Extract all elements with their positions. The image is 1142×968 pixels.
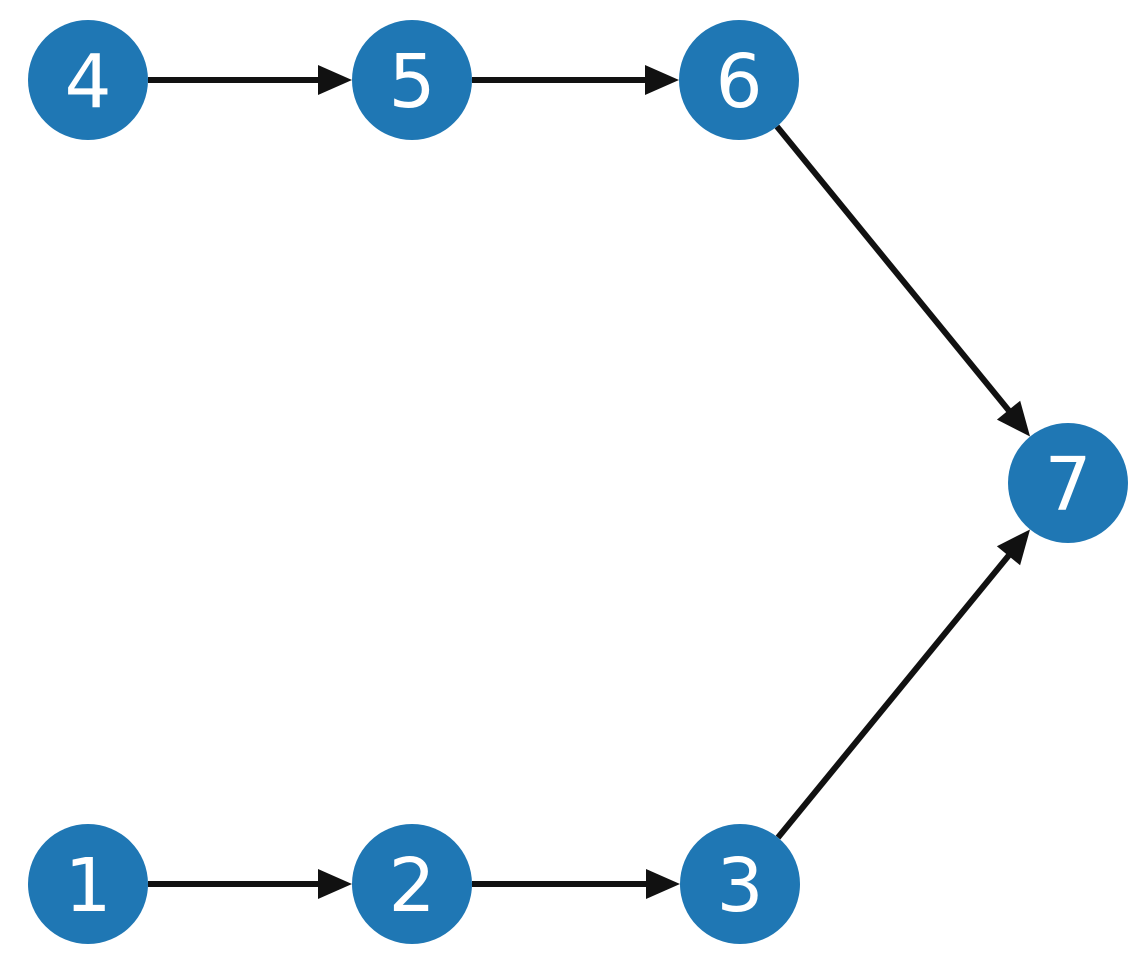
graph-node-5[interactable]: 5 [352,20,472,140]
graph-node-4[interactable]: 4 [28,20,148,140]
graph-node-7[interactable]: 7 [1008,423,1128,543]
arrowhead-icon [646,869,680,899]
node-circle [352,20,472,140]
edge-line [775,552,1013,840]
graph-node-3[interactable]: 3 [680,824,800,944]
arrowhead-icon [318,65,352,95]
graph-node-1[interactable]: 1 [28,824,148,944]
node-label: 3 [716,843,763,929]
graph-node-6[interactable]: 6 [679,20,799,140]
node-label: 6 [715,39,762,125]
edge-1-to-2[interactable] [148,869,352,899]
node-label: 4 [64,39,111,125]
edge-5-to-6[interactable] [472,65,679,95]
edge-4-to-5[interactable] [148,65,352,95]
arrowhead-icon [645,65,679,95]
node-label: 2 [388,843,435,929]
node-label: 7 [1044,442,1091,528]
arrowhead-icon [318,869,352,899]
node-label: 5 [388,39,435,125]
arrowhead-icon [996,400,1031,437]
node-circle [680,824,800,944]
arrowhead-icon [996,529,1031,566]
node-circle [679,20,799,140]
edge-2-to-3[interactable] [472,869,680,899]
node-circle [1008,423,1128,543]
node-circle [28,20,148,140]
edge-3-to-7[interactable] [775,529,1031,840]
node-label: 1 [64,843,111,929]
edge-layer [148,65,1031,899]
edge-line [774,124,1013,414]
node-circle [28,824,148,944]
edge-6-to-7[interactable] [774,124,1031,437]
graph-node-2[interactable]: 2 [352,824,472,944]
node-layer: 1 2 3 4 5 6 7 [28,20,1128,944]
node-circle [352,824,472,944]
